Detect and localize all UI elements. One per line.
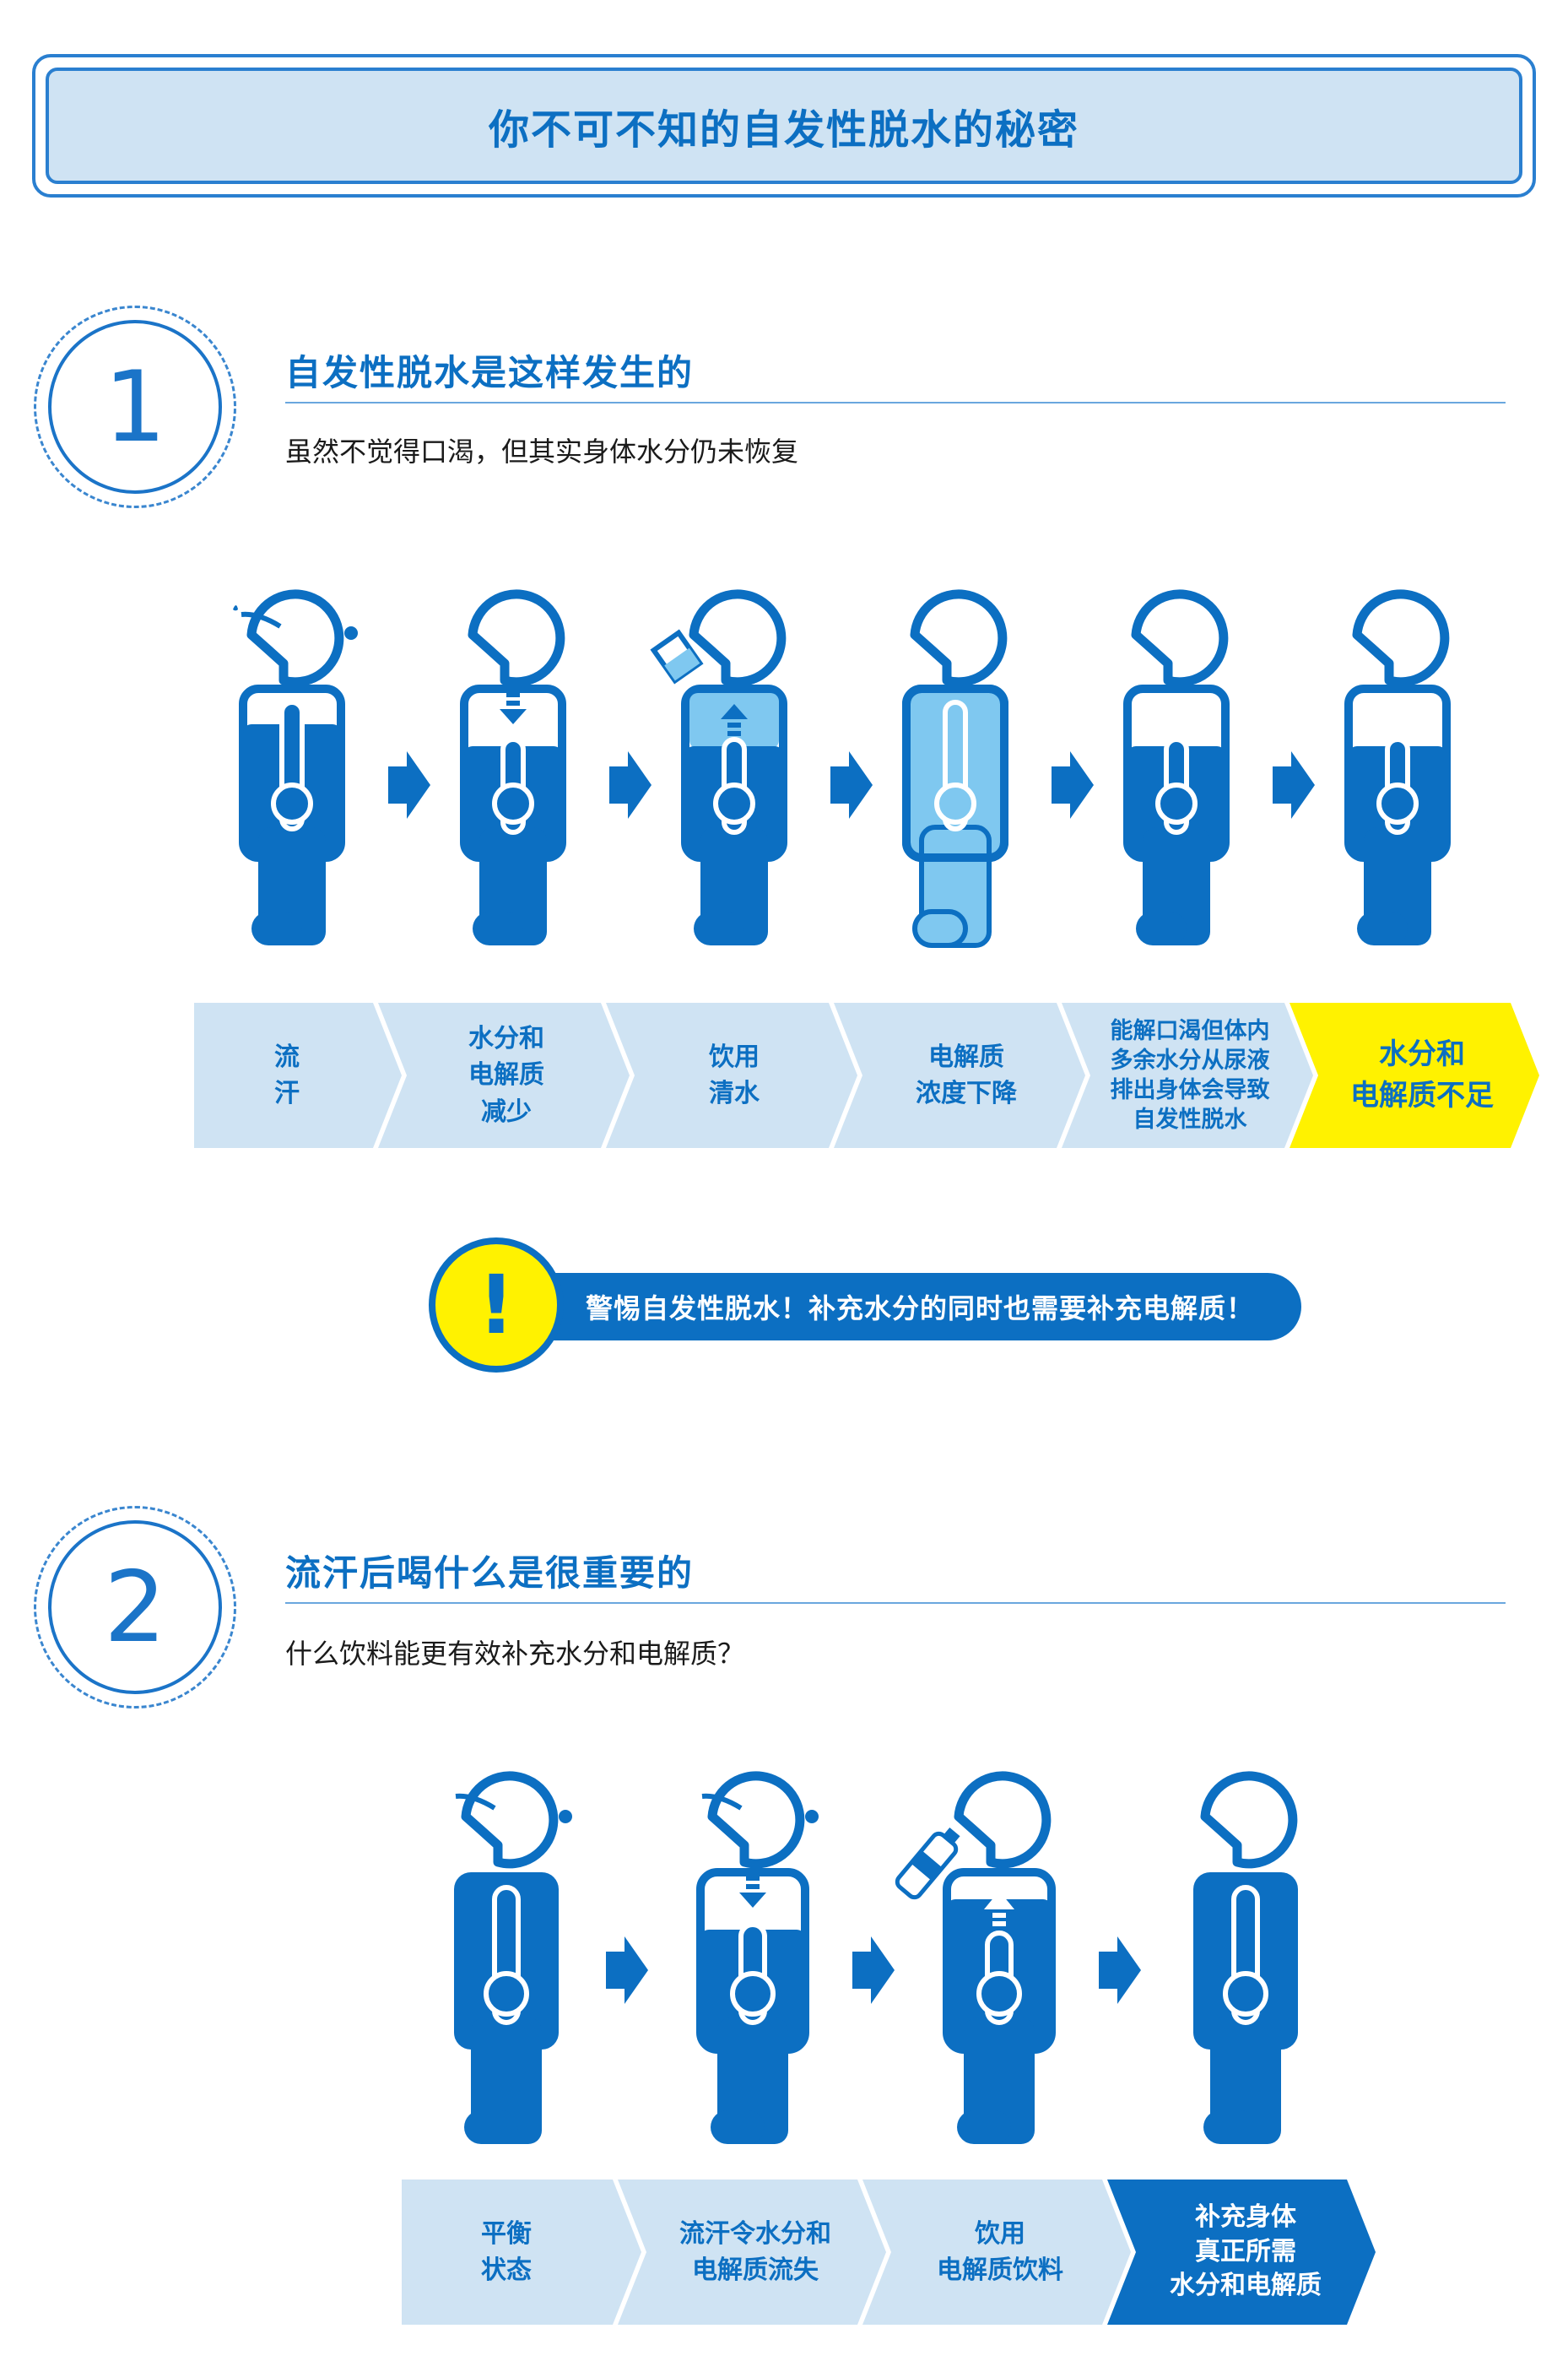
section-1-title: 自发性脱水是这样发生的 [285,352,695,393]
step-1-4: 电解质浓度下降 [916,1042,1017,1109]
step-1-3: 饮用清水 [709,1042,760,1109]
section-2-number: 2 [104,1550,166,1665]
figure-diluted [902,594,1008,948]
section-1-subtitle: 虽然不觉得口渴，但其实身体水分仍未恢复 [285,436,799,468]
section-1-figures [233,574,1451,948]
section-1-steps-bg [194,1003,1539,1148]
step-2-1: 平衡状态 [481,2218,532,2286]
step-1-6: 水分和电解质不足 [1350,1037,1494,1113]
figure-urination [1123,594,1230,945]
figure-electrolyte-drink [895,1776,1056,2144]
step-2-3: 饮用电解质饮料 [937,2218,1063,2286]
warning-banner: 警惕自发性脱水！补充水分的同时也需要补充电解质！ [505,1273,1301,1340]
section-1-badge: 1 [48,320,222,494]
section-2-steps-bg [402,2180,1376,2325]
arrow-icons [388,751,1315,819]
warning-text: 警惕自发性脱水！补充水分的同时也需要补充电解质！ [586,1292,1255,1324]
step-1-5: 能解口渴但体内多余水分从尿液排出身体会导致自发性脱水 [1110,1017,1270,1134]
section-1-divider [285,402,1506,403]
exclamation-mark: ! [478,1258,515,1352]
section-2-figures [454,1764,1298,2144]
section-2-badge: 2 [48,1520,222,1694]
step-1-1: 流汗 [274,1042,300,1109]
title-banner: 你不可不知的自发性脱水的秘密 [46,68,1522,184]
page-title: 你不可不知的自发性脱水的秘密 [488,106,1079,154]
exclamation-icon: ! [429,1237,564,1373]
figure-sweating [233,594,358,945]
section-2-subtitle: 什么饮料能更有效补充水分和电解质？ [285,1638,745,1670]
section-1-number: 1 [104,349,166,464]
title-banner-frame [32,54,1536,198]
figure-sweat-loss [696,1776,819,2144]
section-2-title: 流汗后喝什么是很重要的 [285,1552,695,1594]
figure-deficit [1344,594,1451,945]
step-2-4: 补充身体真正所需水分和电解质 [1170,2202,1322,2301]
figure-balanced [454,1776,572,2144]
arrow-icons-2 [606,1936,1141,2004]
step-1-2: 水分和电解质减少 [468,1023,544,1127]
figure-restored [1193,1776,1298,2144]
step-2-2: 流汗令水分和电解质流失 [679,2218,831,2286]
figure-loss [460,594,566,945]
section-2-badge-ring [34,1506,236,1708]
bottle-icon [895,1828,960,1900]
section-1-badge-ring [34,306,236,508]
section-2-divider [285,1602,1506,1604]
figure-drink-water [650,594,787,945]
